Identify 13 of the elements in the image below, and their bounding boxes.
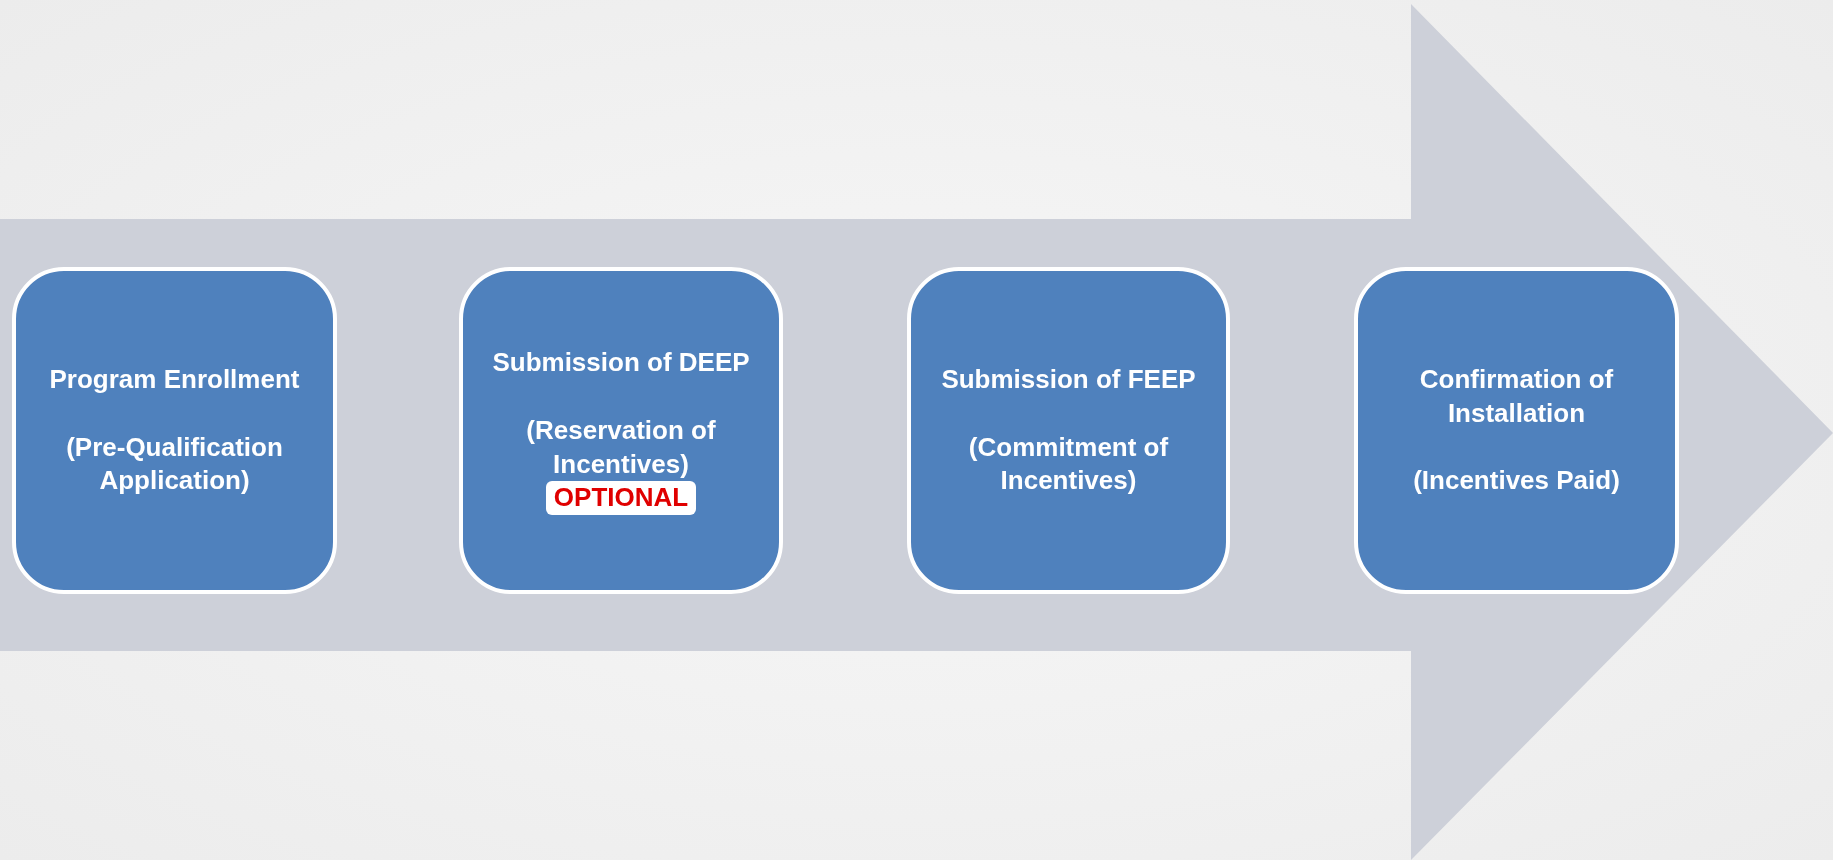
step-title: Submission of FEEP: [941, 362, 1196, 396]
step-note: (Pre-Qualification Application): [65, 430, 284, 498]
step-note: (Reservation of Incentives): [525, 413, 717, 481]
process-box: [12, 267, 337, 594]
optional-tag: OPTIONAL: [545, 481, 697, 516]
step-note: (Incentives Paid): [1413, 464, 1620, 498]
step-title: Submission of DEEP: [492, 345, 750, 379]
process-box: [1354, 267, 1679, 594]
process-box: [459, 267, 783, 594]
process-box: [907, 267, 1230, 594]
step-note: (Commitment of Incentives): [967, 430, 1170, 498]
step-title: Program Enrollment: [49, 362, 300, 396]
step-title: Confirmation of Installation: [1418, 362, 1615, 430]
